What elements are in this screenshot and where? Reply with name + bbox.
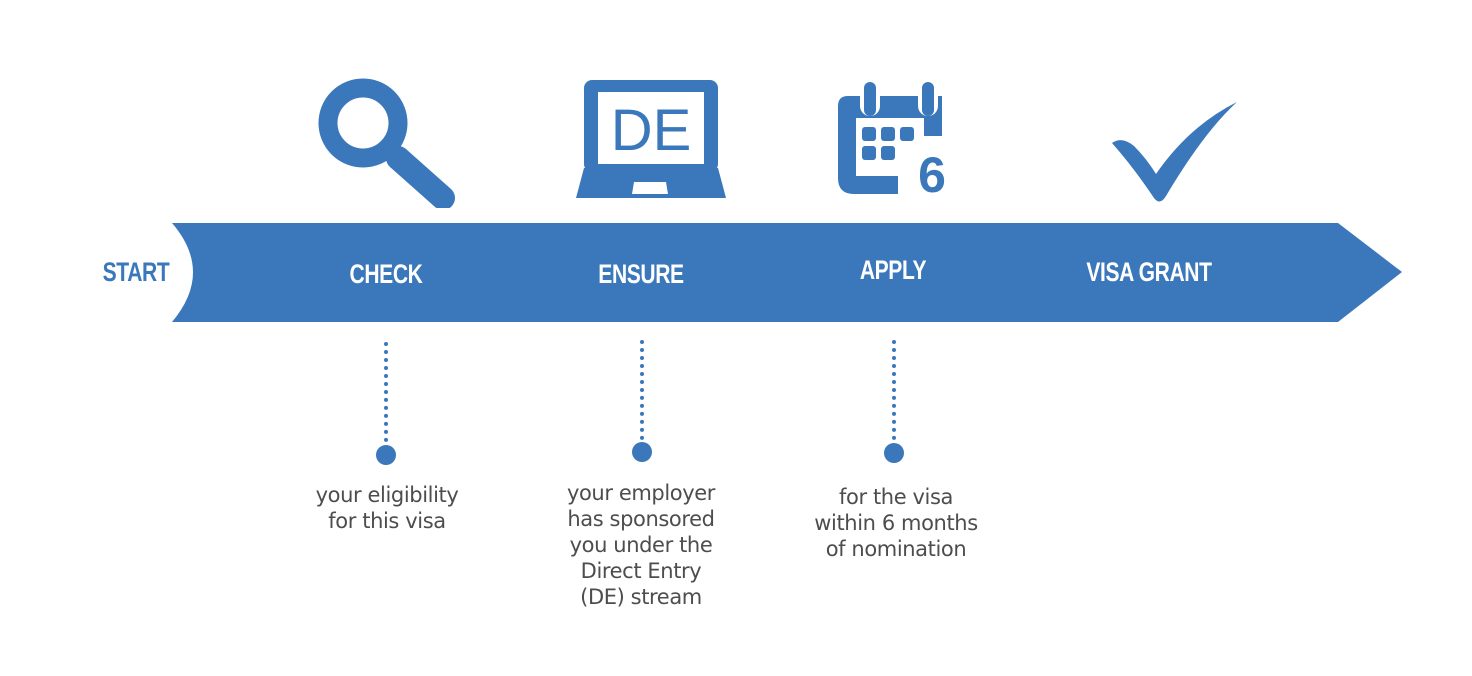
- calendar-icon: 6: [838, 80, 946, 200]
- step-label-apply: APPLY: [859, 255, 927, 285]
- checkmark-icon: [1112, 102, 1237, 202]
- step-label-ensure: ENSURE: [598, 259, 684, 289]
- step-label-visa-grant: VISA GRANT: [1086, 257, 1212, 287]
- laptop-screen-text: DE: [611, 98, 692, 163]
- start-label: START: [102, 257, 170, 287]
- laptop-icon: DE: [576, 80, 726, 198]
- connector-apply: [892, 340, 900, 440]
- connector-dot-apply: [884, 443, 904, 463]
- step-description-ensure: your employer has sponsored you under th…: [566, 481, 716, 609]
- connector-check: [384, 342, 392, 442]
- connector-ensure: [640, 340, 648, 440]
- connector-dot-ensure: [632, 442, 652, 462]
- connector-dot-check: [376, 445, 396, 465]
- arrow-band: [172, 223, 1402, 322]
- step-description-apply: for the visa within 6 months of nominati…: [814, 485, 978, 561]
- calendar-number: 6: [918, 147, 946, 200]
- step-description-check: your eligibility for this visa: [315, 483, 459, 533]
- step-label-check: CHECK: [349, 259, 423, 289]
- magnifying-glass-icon: [318, 78, 455, 208]
